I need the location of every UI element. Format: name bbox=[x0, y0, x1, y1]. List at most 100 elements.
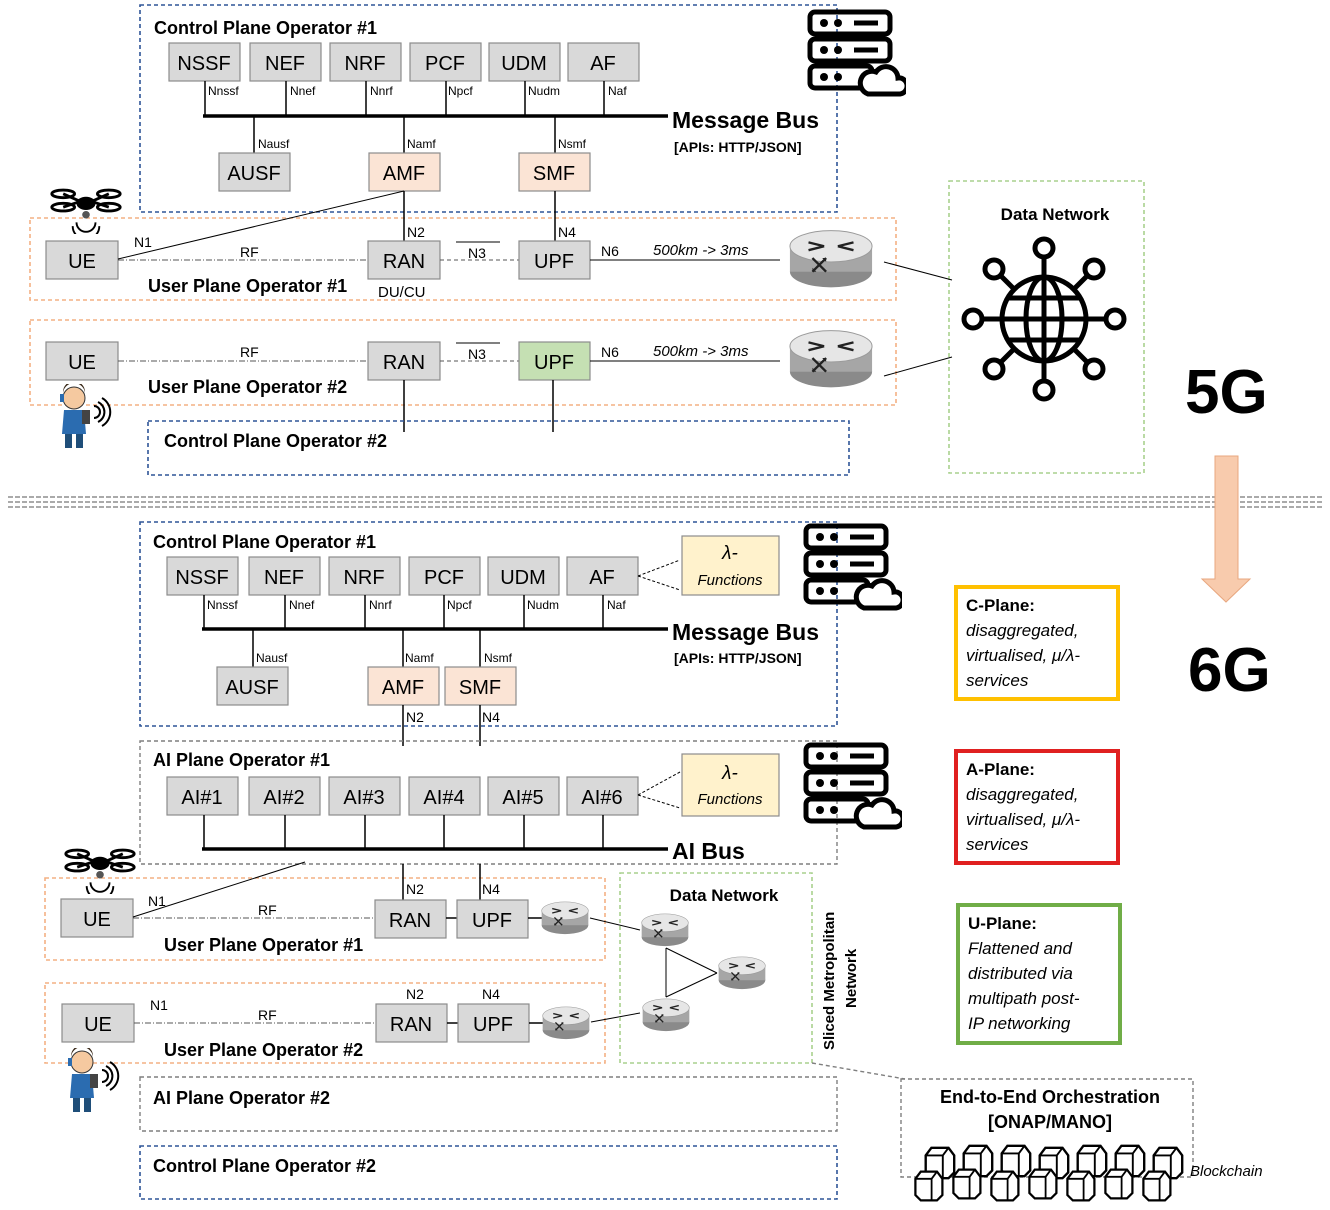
cp1-6g-boundary bbox=[139, 521, 838, 727]
ai-box[interactable] bbox=[566, 776, 639, 816]
router-icon bbox=[717, 956, 767, 990]
iface-label: Nudm bbox=[528, 84, 560, 98]
message-bus-label: Message Bus bbox=[672, 619, 819, 645]
functions-label: Functions bbox=[697, 572, 763, 589]
cp2-6g-boundary bbox=[139, 1145, 838, 1200]
amf-box[interactable] bbox=[367, 666, 440, 706]
smf-box[interactable] bbox=[518, 152, 591, 192]
n2-n4-links bbox=[402, 864, 481, 900]
upf-box[interactable] bbox=[518, 240, 591, 280]
nssf-box[interactable] bbox=[168, 42, 241, 82]
ran-label: RAN bbox=[383, 251, 425, 273]
evolution-arrow bbox=[1200, 455, 1252, 603]
ran-label: RAN bbox=[390, 1014, 432, 1036]
aplane-legend-box bbox=[954, 749, 1120, 865]
functions-label: Functions bbox=[697, 791, 763, 808]
udm-box[interactable] bbox=[488, 42, 561, 82]
iface-label: Nnssf bbox=[208, 84, 239, 98]
up2-6g-boundary bbox=[44, 982, 606, 1064]
udm-box[interactable] bbox=[487, 556, 560, 596]
ai-box[interactable] bbox=[487, 776, 560, 816]
ran-box[interactable] bbox=[374, 899, 447, 939]
cp2-drop-links bbox=[403, 380, 554, 432]
up2-title: User Plane Operator #2 bbox=[148, 377, 347, 397]
rf-label: RF bbox=[240, 344, 259, 360]
ue-label: UE bbox=[84, 1014, 112, 1036]
ue-box[interactable] bbox=[60, 898, 134, 938]
lambda-link bbox=[637, 559, 681, 591]
iface-label: Nnssf bbox=[207, 598, 238, 612]
router-icon bbox=[788, 329, 874, 389]
latency-label: 500km -> 3ms bbox=[653, 242, 749, 259]
nrf-box[interactable] bbox=[328, 556, 401, 596]
pcf-box[interactable] bbox=[408, 556, 481, 596]
label-6g: 6G bbox=[1188, 636, 1271, 705]
bus-drop-links bbox=[253, 116, 556, 153]
iface-label: Namf bbox=[405, 651, 434, 665]
ai-label: AI#6 bbox=[581, 787, 622, 809]
lambda-functions-box[interactable] bbox=[681, 535, 780, 596]
ausf-box[interactable] bbox=[216, 666, 289, 706]
globe-network-icon bbox=[961, 236, 1127, 402]
nef-box[interactable] bbox=[248, 556, 321, 596]
person-icon bbox=[59, 384, 112, 449]
n2-label: N2 bbox=[406, 709, 424, 725]
nf-row-5g: NSSF NEF NRF PCF UDM AF bbox=[168, 42, 640, 82]
lambda-functions-box[interactable] bbox=[681, 753, 780, 817]
iface-label: Nnrf bbox=[369, 598, 392, 612]
n2-label: N2 bbox=[406, 881, 424, 897]
nef-box[interactable] bbox=[249, 42, 322, 82]
up2-6g-title: User Plane Operator #2 bbox=[164, 1040, 363, 1060]
ran-box[interactable] bbox=[375, 1003, 448, 1043]
mesh-links bbox=[665, 947, 718, 998]
iface-label: Nausf bbox=[258, 137, 290, 151]
ai-label: AI#5 bbox=[502, 787, 543, 809]
bus-drop-links bbox=[252, 629, 481, 667]
up1-boundary bbox=[29, 217, 897, 301]
upf-box[interactable] bbox=[456, 899, 529, 939]
rf-label: RF bbox=[240, 244, 259, 260]
cplane-line: virtualised, μ/λ- bbox=[966, 646, 1080, 665]
ue-box[interactable] bbox=[61, 1003, 135, 1043]
router-link bbox=[590, 1012, 641, 1023]
uplane-line: distributed via bbox=[968, 964, 1073, 983]
dn-links bbox=[883, 261, 953, 377]
ai-box[interactable] bbox=[248, 776, 321, 816]
uplane-line: multipath post- bbox=[968, 989, 1080, 1008]
cp1-6g-title: Control Plane Operator #1 bbox=[153, 532, 376, 552]
amf-box[interactable] bbox=[368, 152, 441, 192]
nf-label: NEF bbox=[265, 53, 305, 75]
nf-label: PCF bbox=[424, 567, 464, 589]
aplane-title: A-Plane: bbox=[966, 760, 1035, 779]
iface-label: Npcf bbox=[447, 598, 472, 612]
cplane-legend-box bbox=[954, 585, 1120, 701]
iface-label: Nsmf bbox=[558, 137, 587, 151]
nf-row-6g: NSSF NEF NRF PCF UDM AF bbox=[166, 556, 639, 596]
message-bus-label: Message Bus bbox=[672, 107, 819, 133]
lambda-label: λ- bbox=[721, 763, 738, 784]
n2-label: N2 bbox=[406, 986, 424, 1002]
ai1-boundary bbox=[139, 740, 838, 865]
pcf-box[interactable] bbox=[409, 42, 482, 82]
af-box[interactable] bbox=[567, 42, 640, 82]
cplane-line: services bbox=[966, 671, 1029, 690]
router-icon bbox=[541, 1006, 591, 1040]
iface-label: Naf bbox=[607, 598, 626, 612]
ue-box[interactable] bbox=[45, 240, 119, 280]
ai-box[interactable] bbox=[166, 776, 239, 816]
nf-label: UDM bbox=[500, 567, 546, 589]
aplane-line: services bbox=[966, 835, 1029, 854]
n3-label: N3 bbox=[468, 346, 486, 362]
lambda-link bbox=[637, 771, 681, 809]
orchestration-link bbox=[811, 1062, 906, 1080]
ausf-box[interactable] bbox=[218, 152, 291, 192]
upf-box[interactable] bbox=[518, 341, 591, 381]
latency-label: 500km -> 3ms bbox=[653, 343, 749, 360]
sliced-network-boundary bbox=[619, 872, 813, 1064]
nssf-box[interactable] bbox=[166, 556, 239, 596]
blockchain-label: Blockchain bbox=[1190, 1163, 1263, 1180]
ai-label: AI#4 bbox=[423, 787, 464, 809]
n1-link bbox=[117, 190, 405, 260]
upf-box[interactable] bbox=[457, 1003, 530, 1043]
sliced-net-label: Network bbox=[843, 948, 860, 1008]
